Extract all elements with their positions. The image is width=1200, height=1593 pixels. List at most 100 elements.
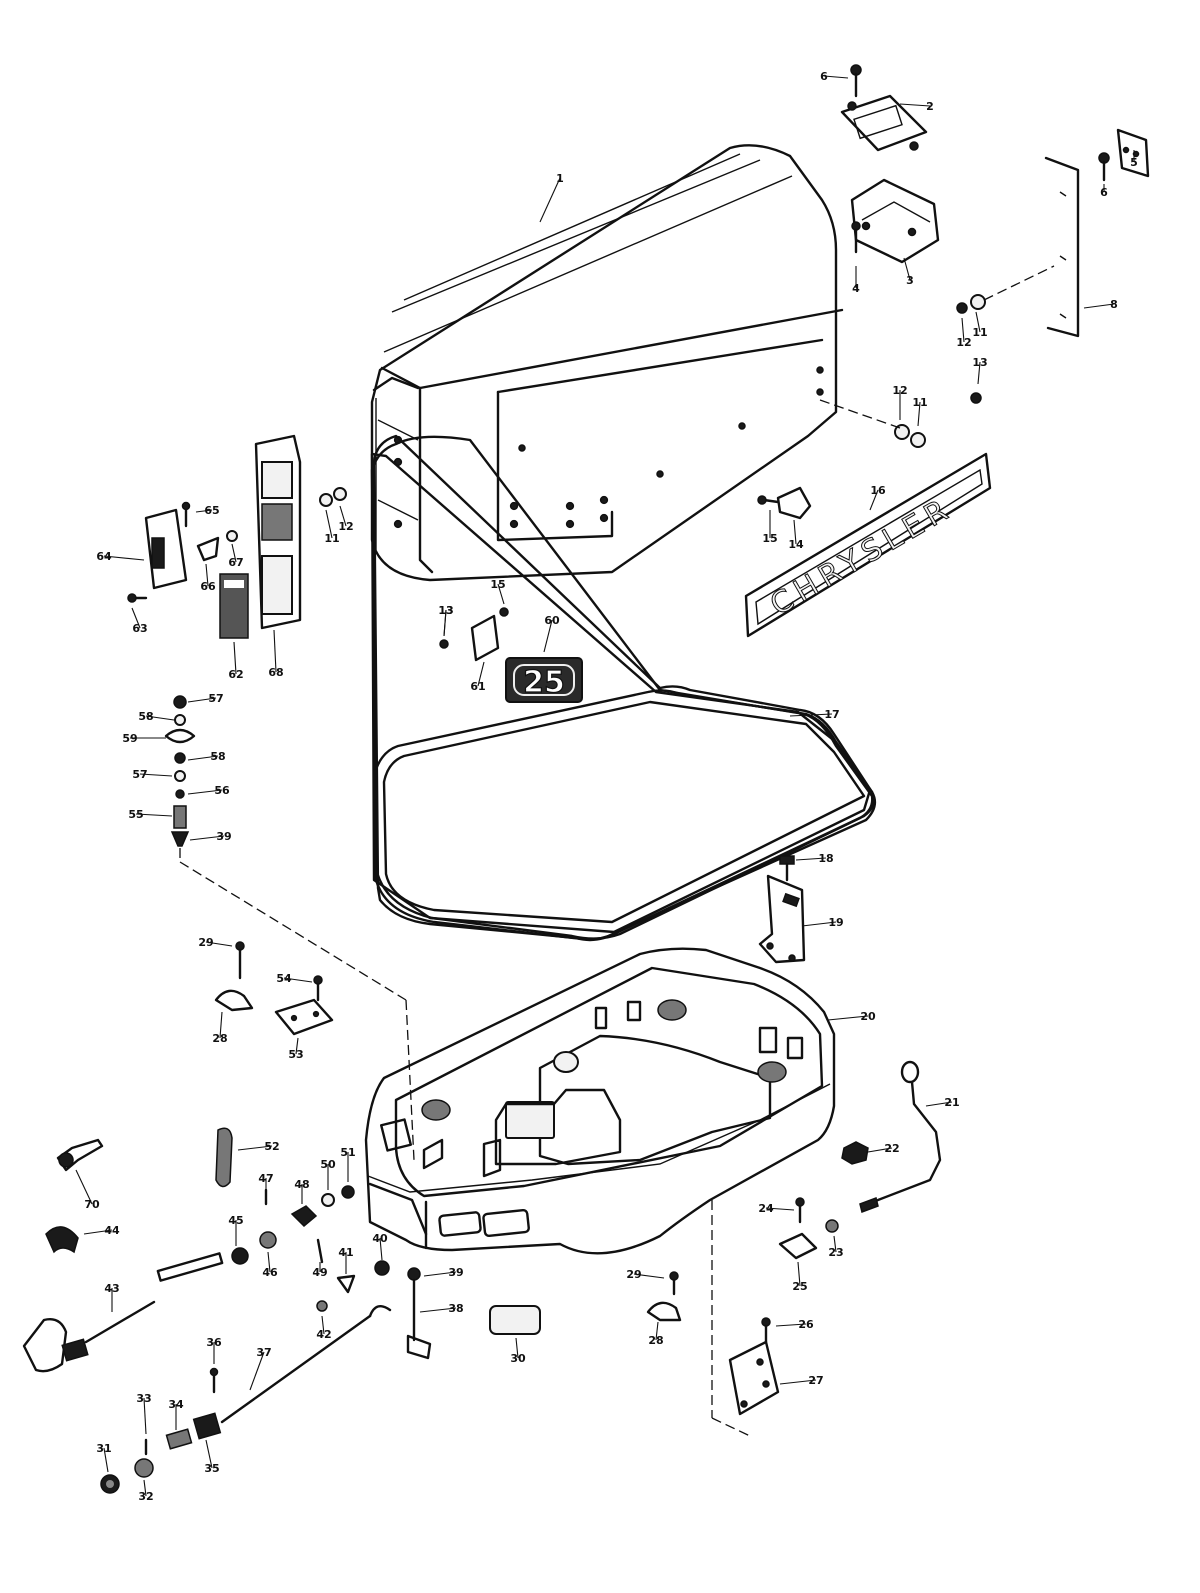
- callout-number: 60: [544, 614, 560, 627]
- fitting-70: [56, 1138, 104, 1172]
- callout-0: 1: [539, 172, 564, 223]
- callout-number: 42: [316, 1328, 331, 1341]
- callout-number: 24: [758, 1202, 774, 1215]
- plate-25: [778, 1232, 818, 1260]
- callout-29: 68: [268, 629, 284, 679]
- washers-11-12-top: [956, 265, 1055, 314]
- callout-number: 37: [256, 1346, 271, 1359]
- callout-leader: [103, 555, 145, 561]
- callout-22: 61: [470, 661, 486, 693]
- callout-number: 58: [138, 710, 153, 723]
- bushing-44: [45, 1226, 79, 1254]
- callout-number: 26: [798, 1318, 814, 1331]
- callout-9: 12: [956, 317, 972, 349]
- callout-leader: [899, 103, 931, 107]
- plate-53: [274, 998, 334, 1036]
- screw-6a: [850, 64, 862, 98]
- callout-number: 14: [788, 538, 804, 551]
- callout-70: 32: [138, 1479, 154, 1503]
- clamp-28-lower: [646, 1301, 682, 1322]
- callout-33: 58: [187, 750, 226, 763]
- callout-number: 32: [138, 1490, 153, 1503]
- callout-number: 70: [84, 1198, 100, 1211]
- screw-29-lower: [669, 1271, 679, 1296]
- callout-number: 63: [132, 622, 147, 635]
- callout-number: 23: [828, 1246, 843, 1259]
- callout-number: 64: [96, 550, 112, 563]
- bracket-27: [728, 1340, 780, 1416]
- brand-name-text: CHRYSLER: [765, 490, 959, 622]
- callout-leader: [267, 1251, 271, 1273]
- callout-number: 22: [884, 1142, 899, 1155]
- gasket-17: [370, 434, 877, 942]
- callout-18: 15: [762, 510, 778, 545]
- callout-number: 35: [204, 1462, 219, 1475]
- callout-number: 53: [288, 1048, 303, 1061]
- callout-12: 11: [912, 396, 928, 427]
- nut-22: [841, 1141, 869, 1165]
- callout-leader: [765, 1207, 795, 1211]
- callout-leader: [143, 1479, 147, 1497]
- callout-leader: [139, 773, 173, 777]
- callout-14: 12: [338, 505, 354, 533]
- callout-number: 67: [228, 556, 243, 569]
- callout-leader: [833, 1235, 837, 1253]
- callout-number: 46: [262, 1266, 278, 1279]
- callout-74: 24: [758, 1202, 795, 1215]
- callout-number: 43: [104, 1282, 119, 1295]
- block-35: [192, 1412, 222, 1440]
- callout-leader: [283, 977, 313, 983]
- callout-leader: [543, 619, 553, 653]
- callout-number: 47: [258, 1172, 273, 1185]
- callout-leader: [195, 509, 213, 513]
- hp-badge: 25: [505, 657, 583, 703]
- callout-52: 48: [294, 1178, 310, 1204]
- callout-17: 14: [788, 519, 804, 551]
- callout-39: 18: [795, 852, 834, 865]
- callout-leader: [295, 1037, 299, 1055]
- callout-49: 70: [75, 1169, 100, 1211]
- callout-leader: [187, 789, 223, 795]
- callout-leader: [325, 509, 333, 539]
- callout-67: 34: [168, 1398, 184, 1430]
- callout-number: 13: [438, 604, 453, 617]
- callout-number: 29: [198, 936, 213, 949]
- callout-leader: [83, 1229, 113, 1235]
- callout-61: 42: [316, 1315, 332, 1341]
- callout-leader: [233, 641, 237, 675]
- lower-pan: [364, 947, 836, 1255]
- rod-37: [220, 1304, 392, 1424]
- screw-15: [757, 495, 780, 505]
- callout-number: 13: [972, 356, 987, 369]
- callout-55: 45: [228, 1214, 244, 1246]
- callout-13: 11: [324, 509, 340, 545]
- callout-1: 2: [899, 100, 934, 113]
- callout-number: 2: [926, 100, 934, 113]
- callout-leader: [379, 1237, 383, 1261]
- callout-51: 47: [258, 1172, 274, 1196]
- callout-number: 11: [972, 326, 987, 339]
- callout-number: 62: [228, 668, 243, 681]
- clip-14: [776, 486, 812, 520]
- callout-3: 4: [852, 266, 860, 295]
- latch-clip-66: [196, 536, 220, 562]
- nut-32: [134, 1458, 154, 1478]
- callout-leader: [925, 1101, 953, 1107]
- callout-45: 53: [288, 1037, 304, 1061]
- callout-21: 60: [543, 614, 560, 653]
- nut-31: [100, 1474, 120, 1494]
- screw-63: [127, 593, 148, 603]
- callout-leader: [75, 1169, 93, 1205]
- callout-68: 35: [204, 1439, 220, 1475]
- callout-76: 25: [792, 1261, 808, 1293]
- callout-44: 54: [276, 972, 313, 985]
- callout-7: 8: [1083, 298, 1118, 311]
- callout-leader: [497, 583, 505, 605]
- callout-38: 17: [789, 708, 840, 721]
- callout-leader: [135, 813, 173, 817]
- washers-11-12-left: [319, 487, 347, 507]
- callout-number: 44: [104, 1224, 120, 1237]
- washer-67: [226, 530, 238, 542]
- cover-plate: [840, 94, 928, 152]
